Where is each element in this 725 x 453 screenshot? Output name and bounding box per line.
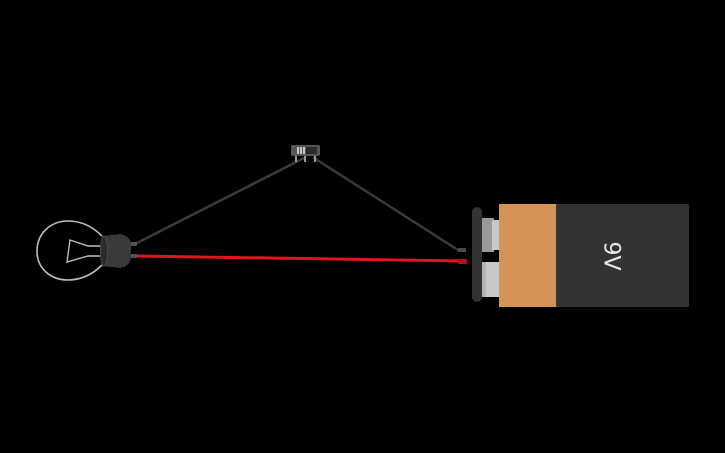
wires xyxy=(130,156,467,264)
switch-grip-2 xyxy=(300,147,302,154)
battery-label: 9V xyxy=(599,241,624,270)
light-bulb[interactable] xyxy=(36,220,131,281)
bulb-lead-red xyxy=(130,254,137,258)
wire-bulb-to-battery[interactable] xyxy=(135,254,464,263)
battery-terminal-positive-inner xyxy=(486,262,499,297)
bulb-lead-black xyxy=(130,242,137,246)
wire-end-red xyxy=(458,259,467,264)
battery-terminal-negative-inner xyxy=(492,220,499,250)
switch-leg-right xyxy=(314,155,316,162)
wire-switch-to-battery[interactable] xyxy=(312,156,460,252)
battery-band xyxy=(499,204,557,307)
slide-switch[interactable] xyxy=(291,145,320,162)
wire-end-black xyxy=(458,248,466,252)
battery-9v[interactable]: 9V xyxy=(472,204,689,307)
bulb-filament xyxy=(66,239,104,263)
wire-bulb-to-switch[interactable] xyxy=(133,156,306,246)
switch-slider[interactable] xyxy=(306,147,317,154)
bulb-base-rim xyxy=(100,235,108,267)
battery-terminal-negative-outer xyxy=(482,218,494,252)
switch-leg-middle xyxy=(304,155,306,162)
switch-grip-3 xyxy=(303,147,305,154)
bulb-glass xyxy=(36,220,103,281)
battery-clip xyxy=(472,207,482,302)
switch-grip-1 xyxy=(297,147,299,154)
bulb-base xyxy=(102,234,131,268)
battery-body xyxy=(556,204,689,307)
switch-leg-left xyxy=(295,155,297,162)
